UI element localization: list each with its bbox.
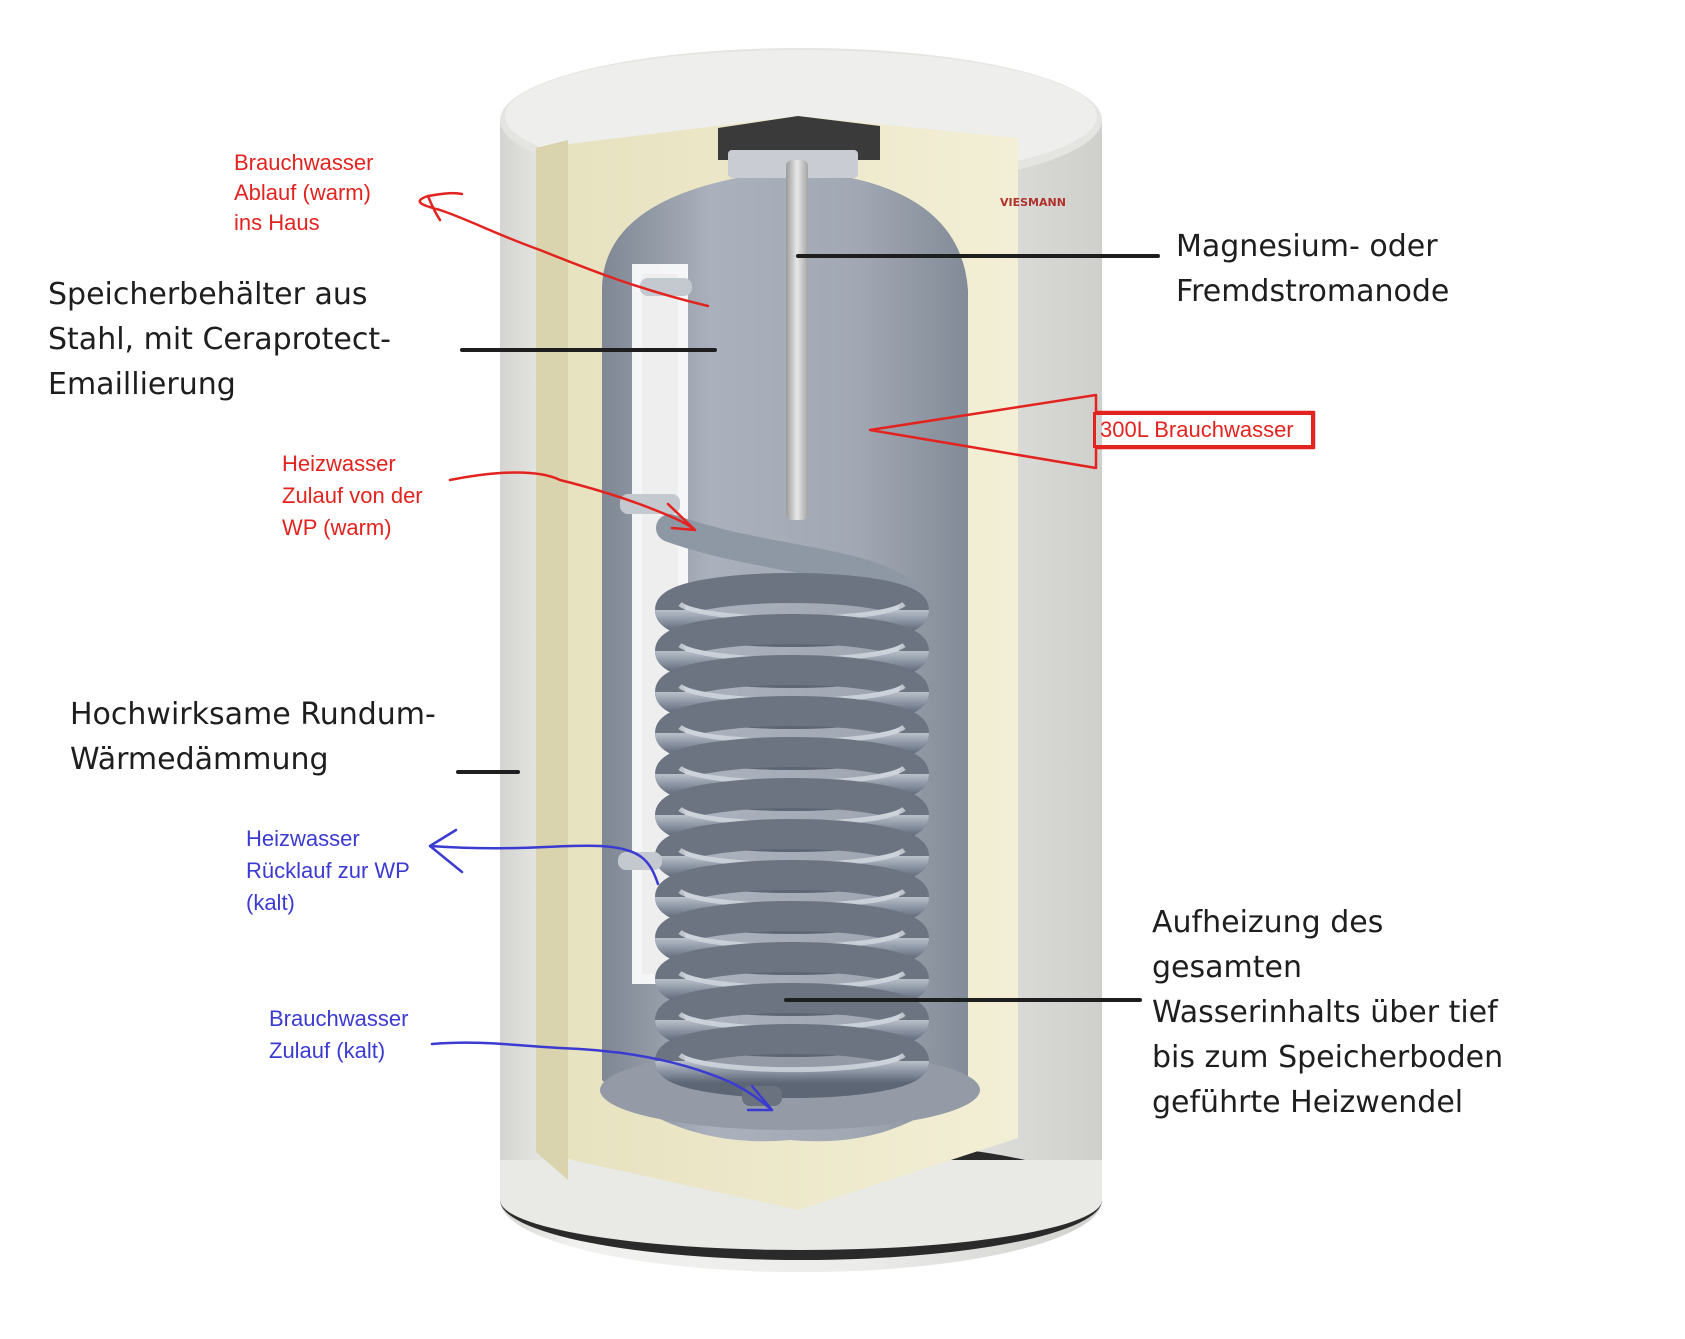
heating-coil-label: Aufheizung des gesamten Wasserinhalts üb…: [1152, 900, 1503, 1125]
anode-label: Magnesium- oder Fremdstromanode: [1176, 224, 1449, 314]
heating-water-supply-label: Heizwasser Zulauf von der WP (warm): [282, 448, 423, 544]
storage-tank-label: Speicherbehälter aus Stahl, mit Ceraprot…: [48, 272, 391, 407]
cold-water-inlet-label: Brauchwasser Zulauf (kalt): [269, 1003, 408, 1067]
insulation-label: Hochwirksame Rundum- Wärmedämmung: [70, 692, 436, 782]
viessmann-logo: VIESMANN: [1000, 196, 1066, 209]
volume-label: 300L Brauchwasser: [1093, 412, 1314, 448]
heating-water-return-label: Heizwasser Rücklauf zur WP (kalt): [246, 823, 410, 919]
svg-text:VIESMANN: VIESMANN: [1000, 196, 1066, 209]
hot-water-outlet-label: Brauchwasser Ablauf (warm) ins Haus: [234, 148, 373, 238]
